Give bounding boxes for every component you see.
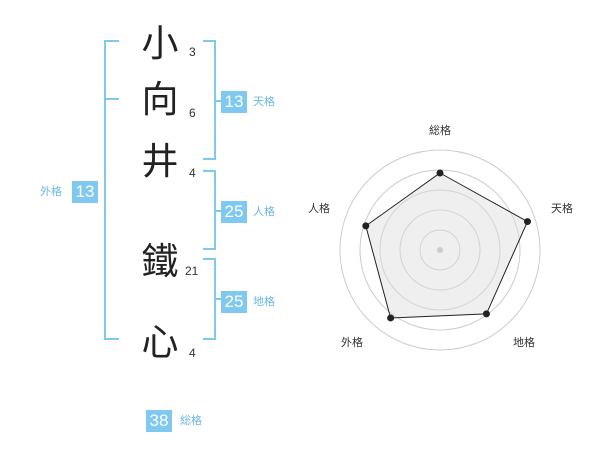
stroke-count-2: 6 <box>189 106 196 120</box>
radar-label-chikaku: 地格 <box>513 335 535 349</box>
name-char-5: 心 <box>141 321 179 364</box>
gaikaku-bracket <box>104 40 119 340</box>
gaikaku-label: 外格 <box>40 185 62 198</box>
stroke-count-5: 4 <box>189 346 196 360</box>
gaikaku-bracket-tick <box>104 98 119 100</box>
radar-grid-ring <box>379 189 501 311</box>
radar-point <box>362 222 370 230</box>
tenkaku-score: 13 <box>221 91 247 113</box>
jinkaku-label: 人格 <box>253 205 275 218</box>
radar-chart: 総格 天格 地格 外格 人格 <box>308 123 573 351</box>
radar-point <box>387 314 395 322</box>
name-char-1: 小 <box>141 22 179 65</box>
radar-grid-ring <box>399 209 481 291</box>
radar-point <box>436 169 444 177</box>
chikaku-score: 25 <box>221 291 247 313</box>
stroke-count-4: 21 <box>185 264 199 278</box>
radar-label-gaikaku: 外格 <box>341 335 363 349</box>
name-char-4: 鐵 <box>141 240 179 283</box>
jinkaku-bracket-tick <box>214 210 222 212</box>
chikaku-label: 地格 <box>253 295 275 308</box>
soukaku-score: 38 <box>146 410 172 432</box>
radar-polygon <box>365 172 529 319</box>
radar-points <box>362 169 531 322</box>
radar-label-tenkaku: 天格 <box>551 201 573 215</box>
chikaku-bracket-tick <box>214 298 222 300</box>
radar-center-dot <box>437 247 443 253</box>
radar-label-soukaku: 総格 <box>429 123 451 137</box>
jinkaku-score: 25 <box>221 201 247 223</box>
radar-grid-ring <box>419 229 461 271</box>
radar-label-jinkaku: 人格 <box>308 201 330 215</box>
gaikaku-score: 13 <box>72 181 98 203</box>
stroke-count-3: 4 <box>189 166 196 180</box>
name-char-3: 井 <box>141 140 179 183</box>
name-char-2: 向 <box>141 78 179 121</box>
radar-point <box>523 218 531 226</box>
tenkaku-bracket-tick <box>214 100 222 102</box>
radar-point <box>482 310 490 318</box>
tenkaku-label: 天格 <box>253 95 275 108</box>
soukaku-label: 総格 <box>180 414 202 427</box>
stroke-count-1: 3 <box>189 45 196 59</box>
